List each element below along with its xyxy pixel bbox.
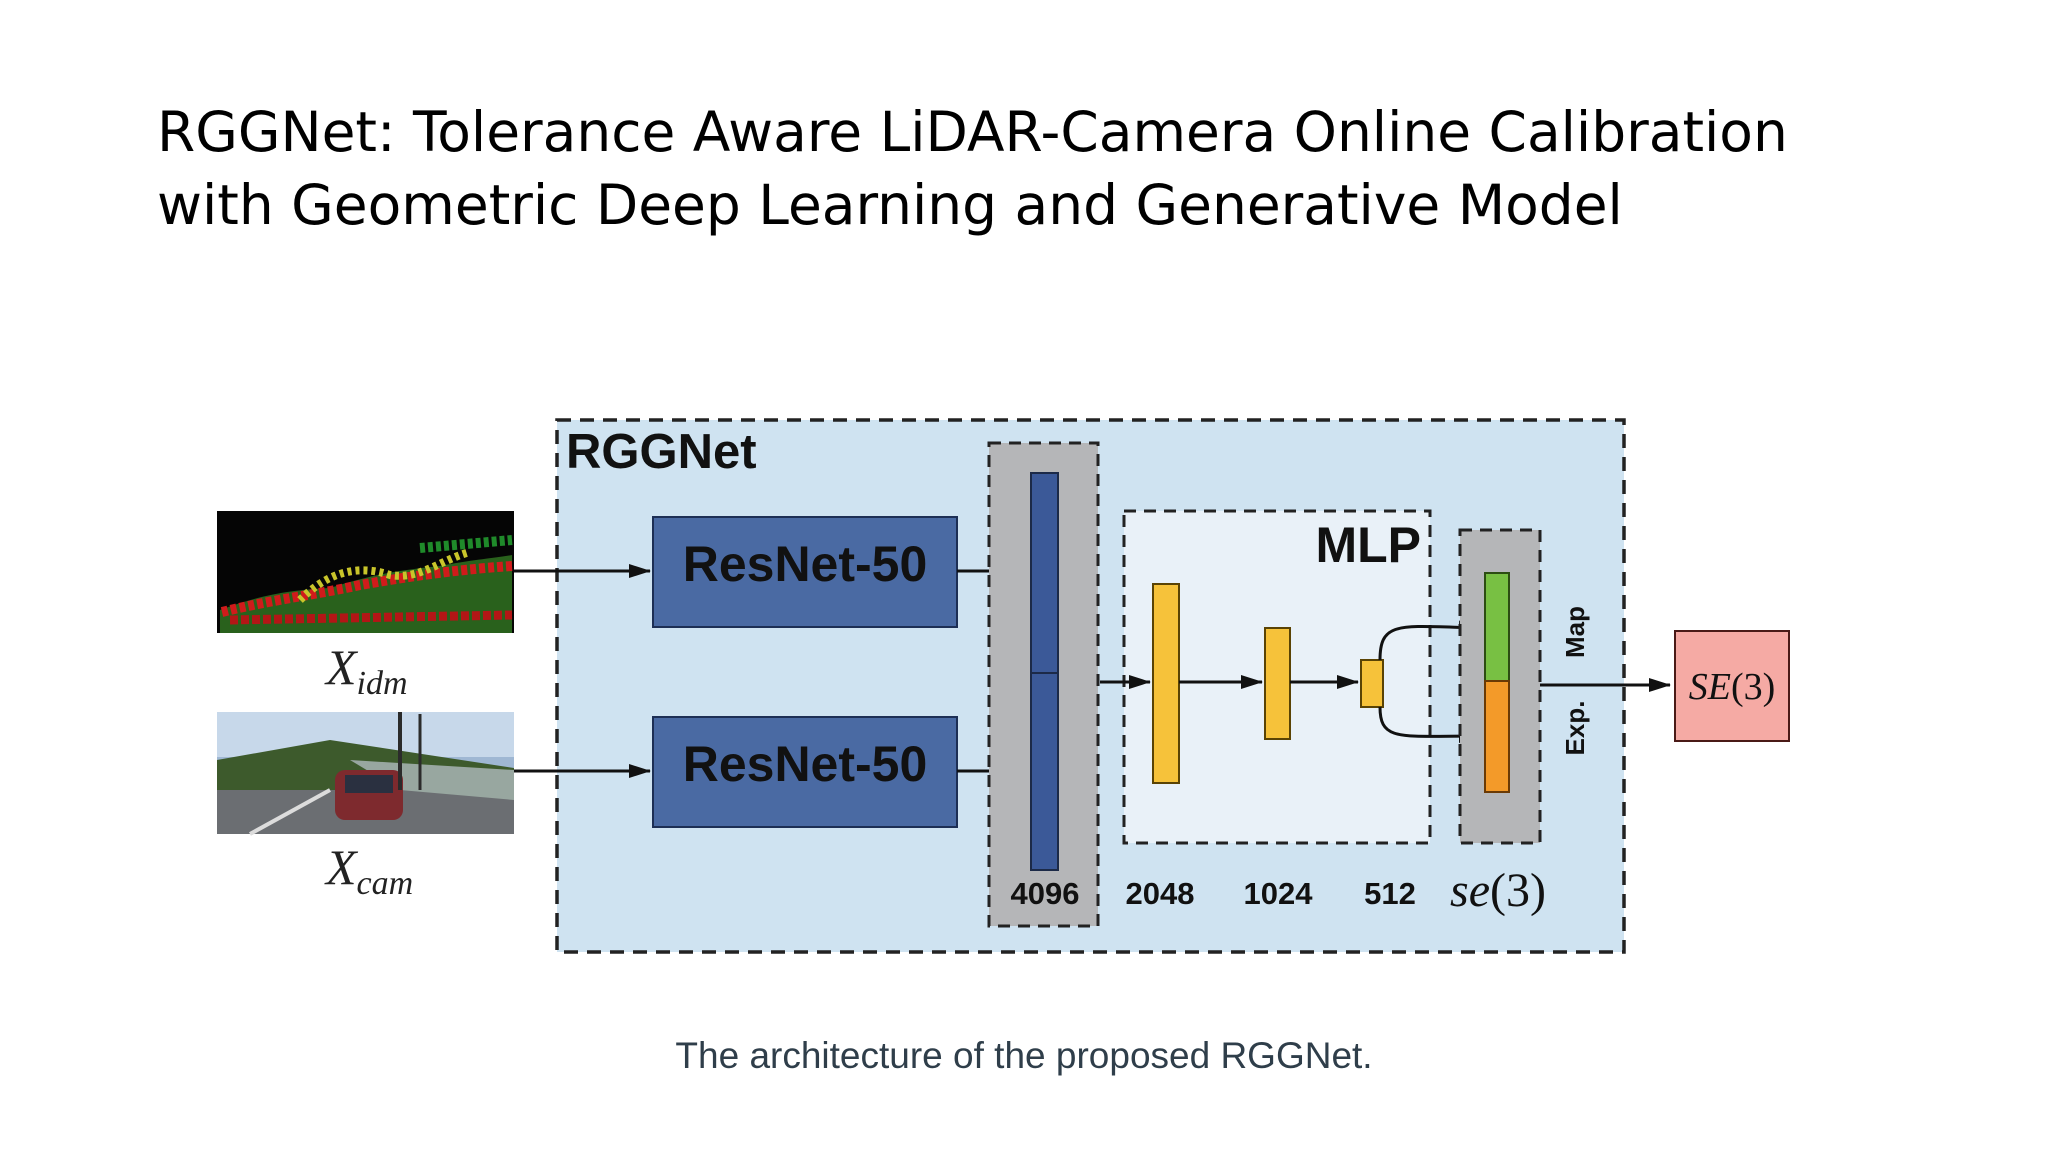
- cam-subscript: cam: [357, 865, 414, 902]
- lidar-depth-image: [217, 511, 514, 633]
- mlp-bar-512: [1360, 659, 1384, 708]
- title-line-1: RGGNet: Tolerance Aware LiDAR-Camera Onl…: [157, 100, 1788, 164]
- input-label-idm: Xidm: [324, 639, 408, 702]
- mlp-label: MLP: [1315, 517, 1421, 573]
- exp-label: Exp.: [1560, 701, 1590, 756]
- size-label-1024: 1024: [1244, 876, 1314, 911]
- rggnet-label: RGGNet: [566, 425, 757, 479]
- se3-bar-top: [1484, 572, 1510, 682]
- size-label-512: 512: [1364, 876, 1416, 911]
- output-symbol: SE: [1689, 666, 1731, 708]
- feature-bar-top: [1030, 472, 1059, 674]
- mlp-bar-1024: [1264, 627, 1291, 740]
- latent-symbol: se: [1450, 864, 1490, 917]
- feature-bar-bottom: [1030, 672, 1059, 871]
- latent-suffix: (3): [1490, 864, 1546, 917]
- branch-arrow-upper: [1378, 620, 1481, 661]
- encoder-block-bottom: ResNet-50: [652, 716, 958, 828]
- output-box: [1674, 630, 1790, 742]
- map-label: Map: [1560, 606, 1590, 658]
- idm-subscript: idm: [357, 665, 408, 702]
- idm-symbol: X: [324, 639, 359, 695]
- latent-label: se(3): [1450, 864, 1546, 917]
- output-label: SE(3): [1689, 666, 1776, 708]
- branch-arrow-lower: [1378, 706, 1481, 744]
- encoder-label-top: ResNet-50: [683, 536, 928, 592]
- cam-symbol: X: [324, 839, 359, 895]
- encoder-block-top: ResNet-50: [652, 516, 958, 628]
- title-line-2: with Geometric Deep Learning and Generat…: [157, 173, 1623, 237]
- slide-title: RGGNet: Tolerance Aware LiDAR-Camera Onl…: [157, 96, 1957, 242]
- output-suffix: (3): [1731, 666, 1775, 708]
- mlp-bar-2048: [1152, 583, 1180, 784]
- encoder-label-bottom: ResNet-50: [683, 736, 928, 792]
- figure-caption: The architecture of the proposed RGGNet.: [675, 1035, 1373, 1076]
- size-label-4096: 4096: [1011, 876, 1080, 911]
- camera-image: [217, 712, 514, 836]
- input-label-cam: Xcam: [324, 839, 413, 902]
- se3-bar-bottom: [1484, 680, 1510, 793]
- size-label-2048: 2048: [1126, 876, 1195, 911]
